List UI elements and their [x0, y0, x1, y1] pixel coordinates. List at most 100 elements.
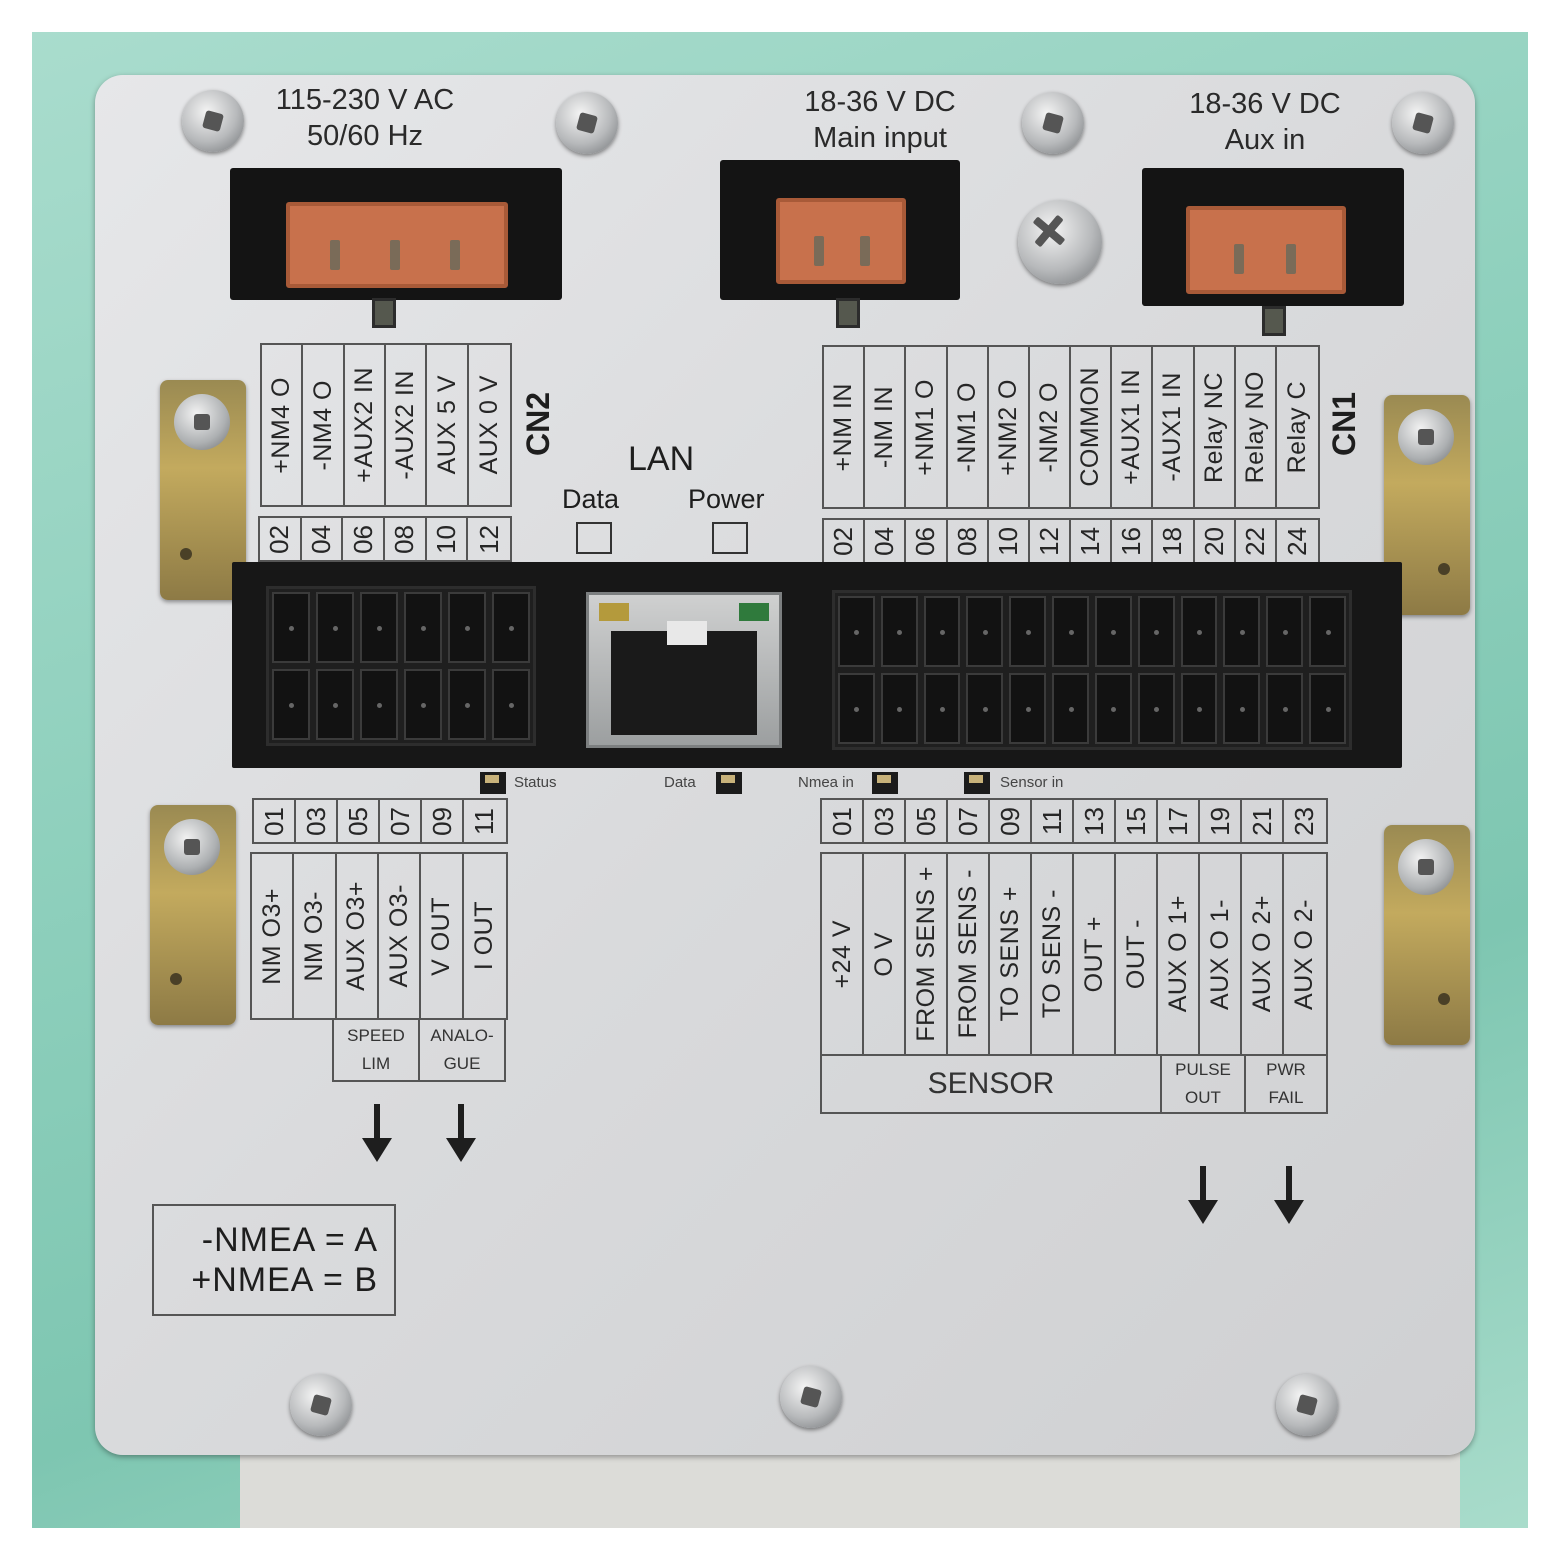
power-aux-connector[interactable] — [1142, 168, 1404, 306]
power-ac-connector[interactable] — [230, 168, 562, 300]
cn2-pin-11-num: 11 — [469, 807, 500, 835]
arrow-down-analogue-icon — [446, 1104, 476, 1164]
screw-top-2 — [556, 92, 618, 154]
rj45-right-led — [739, 603, 769, 621]
cn1-label: CN1 — [1326, 392, 1362, 457]
cn1-pin-15-num: 15 — [1120, 806, 1151, 836]
cn2-pin-08-label: -AUX2 IN — [391, 370, 420, 480]
screw-bottom-1 — [290, 1374, 352, 1436]
cn2-pin-01-label: NM O3+ — [257, 887, 286, 985]
ground-screw — [1018, 200, 1102, 284]
power-main-plug — [776, 198, 906, 284]
sensor-in-led — [964, 772, 990, 794]
cn1-group-pwr-fail: PWR FAIL — [1244, 1054, 1328, 1114]
cn2-pin-03-label: NM O3- — [300, 890, 329, 982]
cn1-pin-20-label: Relay NC — [1199, 371, 1228, 483]
cn1-pin-18-num: 18 — [1157, 526, 1188, 556]
cn1-pin-02-label: +NM IN — [829, 382, 858, 472]
cn1-pin-16-num: 16 — [1116, 526, 1147, 556]
nmea-polarity-legend: -NMEA = A +NMEA = B — [152, 1204, 396, 1316]
cn1-group-sensor: SENSOR — [820, 1054, 1162, 1114]
cn1-pin-02-num: 02 — [828, 526, 859, 556]
arrow-down-pwr-fail-icon — [1274, 1166, 1304, 1226]
cn1-pin-13-label: OUT + — [1079, 915, 1108, 993]
power-aux-voltage: 18-36 V DC — [1189, 88, 1341, 120]
cn1-pin-01-label: +24 V — [827, 919, 856, 989]
cn1-pin-06-num: 06 — [910, 526, 941, 556]
cn1-odd-numbers: 01 03 05 07 09 11 13 15 17 19 21 23 — [820, 798, 1328, 844]
cn1-pin-16-label: +AUX1 IN — [1117, 369, 1146, 485]
cn1-pin-06-label: +NM1 O — [911, 378, 940, 476]
data-led-label: Data — [664, 774, 696, 791]
cn2-pin-07-label: AUX O3- — [384, 884, 413, 988]
cn2-pin-04-num: 04 — [306, 524, 336, 554]
power-main-connector[interactable] — [720, 160, 960, 300]
cn2-pin-06-num: 06 — [347, 524, 378, 554]
cn1-pin-20-num: 20 — [1198, 526, 1229, 556]
cn2-pin-04-label: -NM4 O — [308, 379, 337, 471]
power-aux-plug — [1186, 206, 1346, 294]
cn1-terminal-block[interactable] — [832, 590, 1352, 750]
cn1-even-numbers: 02 04 06 08 10 12 14 16 18 20 22 24 — [822, 518, 1320, 564]
screw-bottom-2 — [780, 1366, 842, 1428]
lan-power-led — [712, 522, 748, 554]
cn1-pin-21-num: 21 — [1246, 806, 1277, 836]
cn1-pin-21-label: AUX O 2+ — [1247, 895, 1276, 1013]
cn1-pin-23-num: 23 — [1289, 806, 1320, 836]
power-main-label: Main input — [813, 122, 947, 154]
cn1-pin-08-num: 08 — [951, 526, 982, 556]
status-led — [480, 772, 506, 794]
cn1-pin-22-num: 22 — [1239, 526, 1270, 556]
screw-bottom-3 — [1276, 1374, 1338, 1436]
cn1-pin-22-label: Relay NO — [1240, 370, 1269, 484]
cn1-pin-23-label: AUX O 2- — [1290, 898, 1319, 1010]
cn1-pin-08-label: -NM1 O — [952, 381, 981, 473]
cn2-pin-08-num: 08 — [389, 524, 420, 554]
cn2-pin-11-label: I OUT — [470, 901, 499, 971]
mounting-bracket-right-bottom — [1384, 825, 1470, 1045]
cn1-pin-07-num: 07 — [952, 806, 983, 836]
cn1-pin-03-num: 03 — [868, 806, 899, 836]
lan-title: LAN — [628, 440, 695, 478]
cn1-pin-17-label: AUX O 1+ — [1163, 895, 1192, 1013]
power-ac-frequency: 50/60 Hz — [306, 120, 424, 152]
cn1-pin-12-num: 12 — [1033, 526, 1064, 556]
power-ac-header: 115-230 V AC 50/60 Hz — [240, 82, 490, 154]
cn1-pin-09-label: TO SENS + — [995, 886, 1024, 1022]
cn2-terminal-block[interactable] — [266, 586, 536, 746]
power-main-header: 18-36 V DC Main input — [760, 84, 1000, 156]
lan-rj45-port[interactable] — [586, 592, 782, 748]
screw-top-3 — [1022, 92, 1084, 154]
cn1-pin-05-num: 05 — [910, 806, 941, 836]
cn1-pin-03-label: O V — [869, 931, 898, 977]
cn1-pin-10-label: +NM2 O — [993, 378, 1022, 476]
cn2-label: CN2 — [520, 392, 556, 457]
cn2-pin-07-num: 07 — [384, 806, 415, 836]
cn1-odd-labels: +24 V O V FROM SENS + FROM SENS - TO SEN… — [820, 852, 1328, 1056]
mounting-bracket-left-top — [160, 380, 246, 600]
cn2-odd-numbers: 01 03 05 07 09 11 — [252, 798, 508, 844]
cn2-pin-02-label: +NM4 O — [267, 376, 296, 474]
cn1-pin-01-num: 01 — [826, 806, 857, 836]
cn1-pin-19-label: AUX O 1- — [1205, 898, 1234, 1010]
nmea-plus-line: +NMEA = B — [191, 1261, 378, 1299]
lan-power-label: Power — [688, 484, 765, 514]
power-ac-plug — [286, 202, 508, 288]
cn1-pin-17-num: 17 — [1162, 806, 1193, 836]
cn1-pin-14-label: COMMON — [1076, 367, 1105, 487]
cn1-pin-15-label: OUT - — [1121, 918, 1150, 990]
arrow-down-speed-lim-icon — [362, 1104, 392, 1164]
cn1-pin-04-num: 04 — [869, 526, 900, 556]
nmea-in-led — [872, 772, 898, 794]
cn1-group-pulse-out: PULSE OUT — [1160, 1054, 1246, 1114]
screw-top-4 — [1392, 92, 1454, 154]
status-led-label: Status — [514, 774, 557, 791]
cn1-even-labels: +NM IN -NM IN +NM1 O -NM1 O +NM2 O -NM2 … — [822, 345, 1320, 509]
cn2-even-numbers: 02 04 06 08 10 12 — [258, 516, 512, 562]
rj45-left-led — [599, 603, 629, 621]
cn1-pin-12-label: -NM2 O — [1034, 381, 1063, 473]
cn1-pin-19-num: 19 — [1204, 806, 1235, 836]
cn1-pin-13-num: 13 — [1078, 806, 1109, 836]
cn2-even-labels: +NM4 O -NM4 O +AUX2 IN -AUX2 IN AUX 5 V … — [260, 343, 512, 507]
power-main-voltage: 18-36 V DC — [804, 86, 956, 118]
